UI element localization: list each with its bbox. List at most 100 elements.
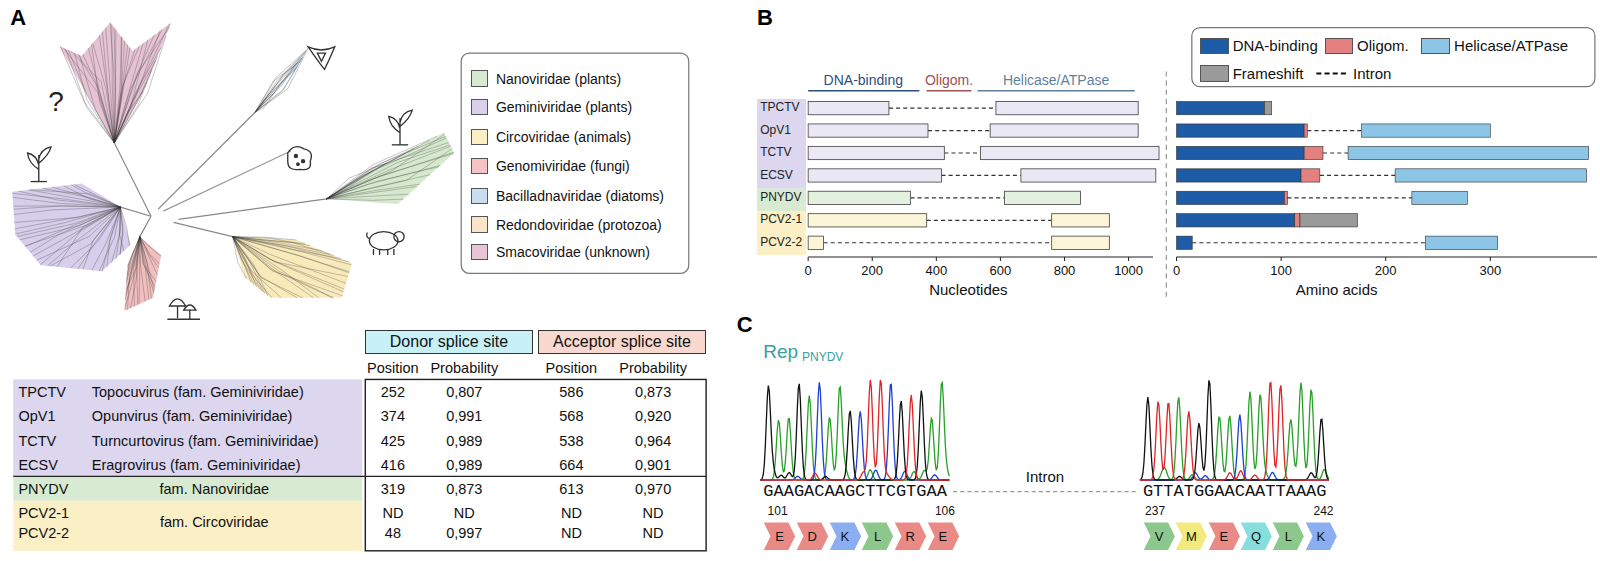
tree-leaf-branch	[327, 175, 431, 199]
tree-leaf-branch	[233, 237, 263, 292]
tree-leaf-branch	[255, 62, 300, 113]
chromatogram-trace	[1140, 415, 1329, 480]
tree-branch	[140, 216, 151, 236]
tree-leaf-branch	[327, 194, 409, 199]
tree-leaf-branch	[43, 188, 121, 207]
protozoa-icon	[297, 163, 299, 165]
tree-leaf-branch	[233, 237, 282, 298]
figure-label: Nucleotides	[929, 281, 1007, 298]
tree-leaf-branch	[233, 237, 265, 294]
exon-bar	[996, 101, 1138, 114]
tree-leaf-branch	[140, 237, 149, 300]
tree-branch	[163, 151, 291, 211]
tree-leaf-branch	[107, 207, 121, 267]
figure-label: 0,964	[635, 432, 671, 449]
figure-label: GTTATGGAACAATTAAAG	[1143, 482, 1327, 502]
figure-label: Oligom.	[925, 72, 973, 88]
figure-label: 800	[1054, 264, 1076, 279]
tree-leaf-branch	[40, 207, 120, 265]
tree-leaf-branch	[140, 237, 161, 257]
figure-label: 106	[935, 505, 955, 519]
exon-bar	[1005, 191, 1081, 204]
tree-leaf-branch	[255, 69, 296, 113]
exon-bar	[808, 214, 927, 227]
intron-line	[941, 175, 1020, 176]
figure-label: 0,991	[446, 408, 482, 425]
tree-leaf-branch	[255, 58, 302, 112]
figure-label: OpV1	[18, 408, 55, 425]
figure-label: OpV1	[760, 124, 791, 138]
chromatogram-trace	[760, 382, 949, 480]
legend-box	[1192, 28, 1595, 87]
chevron-shape	[861, 522, 894, 551]
tree-leaf-branch	[47, 207, 120, 266]
domain-bar	[1301, 169, 1320, 182]
tree-branch	[179, 199, 327, 219]
chevron-shape	[796, 522, 829, 551]
figure-label: TCTV	[760, 146, 791, 160]
domain-bar	[1300, 214, 1358, 227]
intron-line	[928, 130, 990, 131]
rep-gene-bars	[808, 91, 1597, 261]
pig-icon	[394, 232, 404, 242]
domain-bar	[1177, 214, 1295, 227]
figure-label: TPCTV	[18, 383, 66, 400]
figure-label: 100	[1270, 264, 1292, 279]
clade-fan	[255, 46, 309, 112]
intron-line	[927, 220, 1052, 221]
tree-leaf-branch	[114, 47, 161, 142]
legend-text: Smacoviridae (unknown)	[496, 244, 650, 260]
figure-label: Intron	[1026, 468, 1064, 485]
mushroom-icon	[169, 299, 185, 318]
figure-label: 0,989	[446, 457, 482, 474]
amino-acid-chevron: K	[1305, 522, 1337, 551]
tree-leaf-branch	[114, 37, 121, 143]
tree-leaf-branch	[15, 207, 121, 229]
figure-label: Amino acids	[1296, 281, 1378, 298]
table-graphics	[13, 379, 706, 550]
figure-label: 0,920	[635, 408, 671, 425]
tree-leaf-branch	[140, 237, 154, 294]
amino-acid-chevron: K	[829, 522, 862, 551]
chevron-shape	[894, 522, 927, 551]
figure-label: 242	[1313, 505, 1333, 519]
tree-leaf-branch	[233, 237, 261, 290]
plant-icon	[389, 110, 412, 145]
tree-branch	[120, 207, 151, 216]
mushroom-icon	[167, 319, 200, 320]
figure-label: 568	[559, 408, 583, 425]
figure-label: Position	[546, 360, 598, 377]
chromatogram-trace	[760, 384, 949, 480]
clade-fan	[12, 184, 130, 272]
tree-leaf-branch	[114, 29, 162, 143]
axis-tick	[1128, 257, 1129, 261]
figure-label: PNYDV	[760, 191, 801, 205]
legend-text: Bacilladnaviridae (diatoms)	[496, 188, 664, 204]
figure-label: 425	[381, 432, 405, 449]
phylogenetic-tree	[12, 22, 454, 311]
tree-leaf-branch	[114, 24, 169, 143]
tree-leaf-branch	[255, 52, 305, 112]
legend-swatch	[1200, 65, 1229, 81]
figure-label: DNA-binding	[824, 72, 903, 88]
tree-leaf-branch	[233, 237, 272, 298]
domain-bracket	[927, 90, 972, 91]
tree-leaf-branch	[233, 237, 297, 298]
clade-fan	[124, 237, 161, 311]
legend-text: Genomiviridae (fungi)	[496, 158, 630, 174]
diatom-icon	[308, 47, 335, 69]
tree-leaf-branch	[110, 23, 114, 143]
chevron-shape	[927, 522, 960, 551]
legend-swatch	[471, 70, 487, 86]
tree-leaf-branch	[233, 237, 344, 292]
tree-leaf-branch	[233, 237, 257, 287]
figure-label: Opunvirus (fam. Geminiviridae)	[92, 408, 293, 425]
domain-bar	[1295, 214, 1300, 227]
figure-label: PCV2-2	[18, 524, 69, 541]
figure-label: 252	[381, 383, 405, 400]
figure-label: Turncurtovirus (fam. Geminiviridae)	[92, 432, 319, 449]
plant-icon	[28, 147, 51, 182]
exon-bar	[990, 124, 1138, 137]
tree-leaf-branch	[83, 207, 120, 269]
